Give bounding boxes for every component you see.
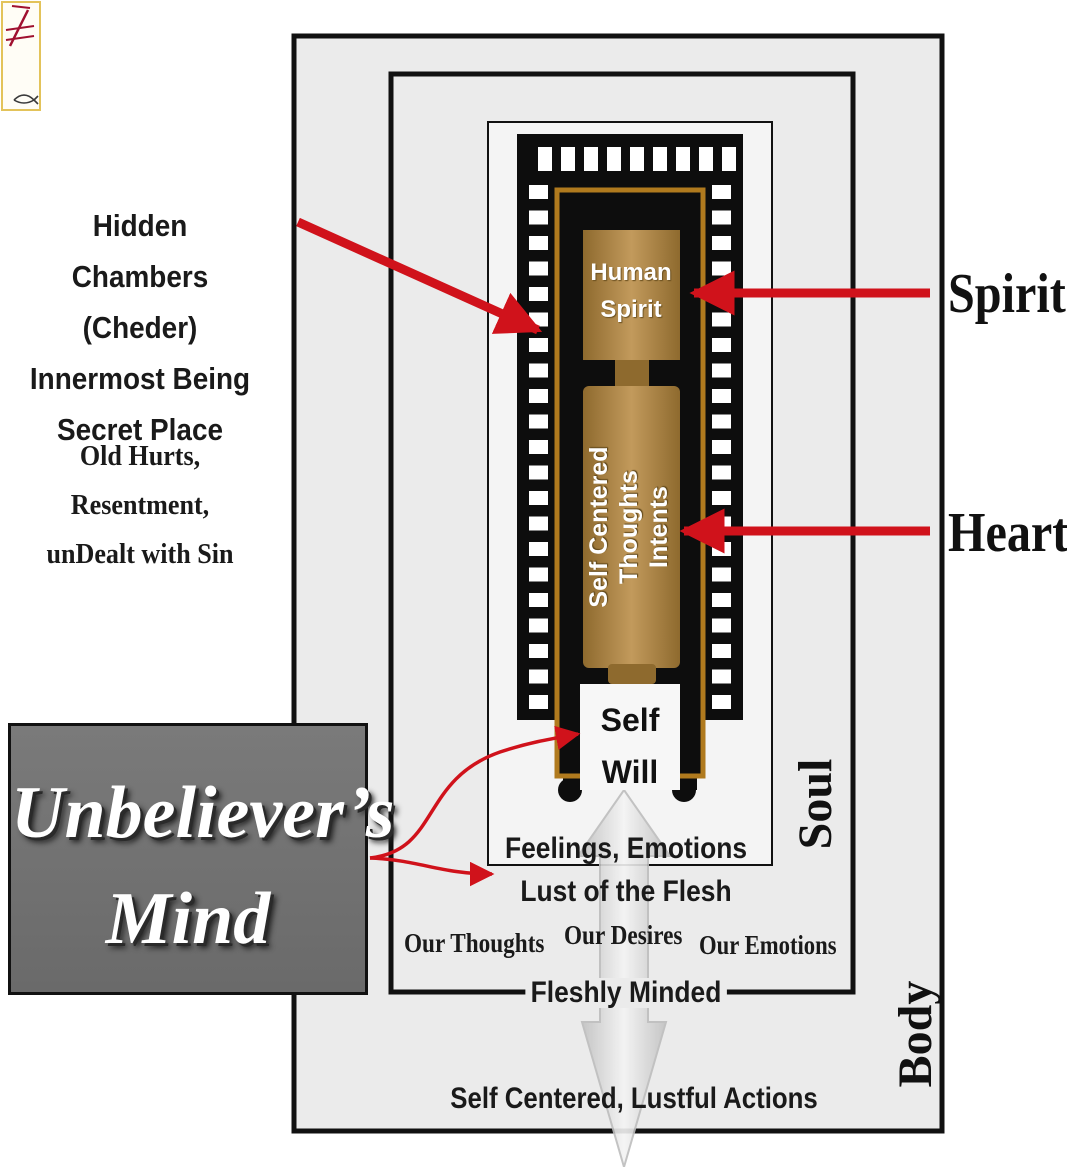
top-chamber-window xyxy=(676,147,690,171)
top-chamber-window xyxy=(630,147,644,171)
left-chamber-window xyxy=(529,695,548,709)
old-hurts-line: Old Hurts, xyxy=(79,440,201,472)
lustful-actions-label: Self Centered, Lustful Actions xyxy=(450,1082,818,1115)
right-chamber-window xyxy=(712,363,731,378)
right-chamber-window xyxy=(712,236,731,250)
will-line: Will xyxy=(601,754,659,790)
right-chamber-window xyxy=(712,389,731,403)
self-line: Self xyxy=(600,702,660,738)
top-chamber-window xyxy=(653,147,667,171)
left-chamber-window xyxy=(529,287,548,301)
heart-scroll-bottom xyxy=(608,664,656,684)
spirit-heart-connector xyxy=(615,360,649,388)
spirit-line: Spirit xyxy=(600,296,662,323)
right-chamber-window xyxy=(712,491,731,505)
self-will-block xyxy=(580,684,680,790)
feelings-emotions-label: Feelings, Emotions xyxy=(504,832,748,865)
right-chamber-window xyxy=(712,185,731,199)
self-will-label: Self Will xyxy=(580,694,680,798)
right-chamber-window xyxy=(712,567,731,582)
intents-line: Intents xyxy=(645,486,673,568)
unbelievers-mind-box: Unbeliever’s Mind xyxy=(8,723,395,995)
right-chamber-window xyxy=(712,338,731,352)
right-chamber-window xyxy=(712,644,731,658)
left-chamber-window xyxy=(529,593,548,607)
lust-of-flesh-label: Lust of the Flesh xyxy=(520,875,732,908)
top-chamber-window xyxy=(561,147,575,171)
hidden-chambers-arrow xyxy=(296,217,543,335)
right-chamber-window xyxy=(712,414,731,429)
left-chamber-window xyxy=(529,210,548,225)
self-centered-line: Self Centered xyxy=(585,446,613,608)
secret-place-line: Secret Place xyxy=(57,412,223,447)
right-chamber-window xyxy=(712,210,731,225)
human-spirit-block xyxy=(583,230,680,360)
spirit-label: Spirit xyxy=(948,263,1066,325)
undealt-sin-line: unDealt with Sin xyxy=(46,538,234,570)
left-chamber-window xyxy=(529,185,548,199)
top-chamber-window xyxy=(538,147,552,171)
left-chamber-window xyxy=(529,567,548,582)
left-chamber-window xyxy=(529,338,548,352)
heart-label: Heart xyxy=(948,502,1067,564)
right-chamber-window xyxy=(712,261,731,276)
right-chamber-window xyxy=(712,669,731,684)
left-chamber-window xyxy=(529,414,548,429)
corner-logo xyxy=(1,1,41,111)
cheder-line: (Cheder) xyxy=(82,310,198,345)
heart-scroll-block xyxy=(583,386,680,668)
mind-line-1: Unbeliever’s xyxy=(11,772,395,854)
old-hurts-label: Old Hurts, Resentment, unDealt with Sin xyxy=(21,432,259,579)
left-chamber-window xyxy=(529,644,548,658)
hidden-chambers-line: Hidden Chambers xyxy=(71,208,209,294)
pillar-base xyxy=(558,778,582,802)
human-line: Human xyxy=(590,259,672,286)
our-emotions-label: Our Emotions xyxy=(699,930,837,960)
left-chamber-window xyxy=(529,542,548,556)
unbelievers-mind-label: Unbeliever’s Mind xyxy=(11,760,395,972)
mind-to-lust-arrow xyxy=(369,856,495,887)
fleshly-minded-label: Fleshly Minded xyxy=(525,978,727,1008)
innermost-being-line: Innermost Being xyxy=(29,361,251,396)
left-chamber-window xyxy=(529,491,548,505)
resentment-line: Resentment, xyxy=(70,489,210,521)
body-label: Body xyxy=(889,980,942,1088)
human-spirit-label: Human Spirit xyxy=(583,254,679,328)
left-chamber-window xyxy=(529,440,548,454)
top-chamber-window xyxy=(607,147,621,171)
our-desires-label: Our Desires xyxy=(564,920,683,950)
left-chamber-window xyxy=(529,618,548,633)
left-chamber-window xyxy=(529,669,548,684)
right-chamber-window xyxy=(712,618,731,633)
soul-label: Soul xyxy=(789,758,842,850)
mind-to-self-will-arrow xyxy=(369,725,581,860)
top-chamber-window xyxy=(699,147,713,171)
thoughts-line: Thoughts xyxy=(615,470,643,584)
right-chamber-window xyxy=(712,465,731,480)
left-chamber-window xyxy=(529,236,548,250)
left-chamber-window xyxy=(529,465,548,480)
heart-scroll-label: Self Centered Thoughts Intents xyxy=(584,397,680,657)
left-chamber-window xyxy=(529,261,548,276)
left-chamber-window xyxy=(529,516,548,531)
mind-line-2: Mind xyxy=(105,878,271,960)
right-chamber-window xyxy=(712,695,731,709)
left-chamber-window xyxy=(529,389,548,403)
top-chamber-window xyxy=(722,147,736,171)
right-chamber-window xyxy=(712,312,731,327)
right-pillar xyxy=(680,700,697,790)
right-chamber-window xyxy=(712,593,731,607)
top-chamber-window xyxy=(584,147,598,171)
left-chamber-window xyxy=(529,363,548,378)
right-chamber-window xyxy=(712,542,731,556)
right-chamber-window xyxy=(712,440,731,454)
our-thoughts-label: Our Thoughts xyxy=(404,928,545,958)
hidden-chambers-label: Hidden Chambers (Cheder) Innermost Being… xyxy=(21,200,259,455)
